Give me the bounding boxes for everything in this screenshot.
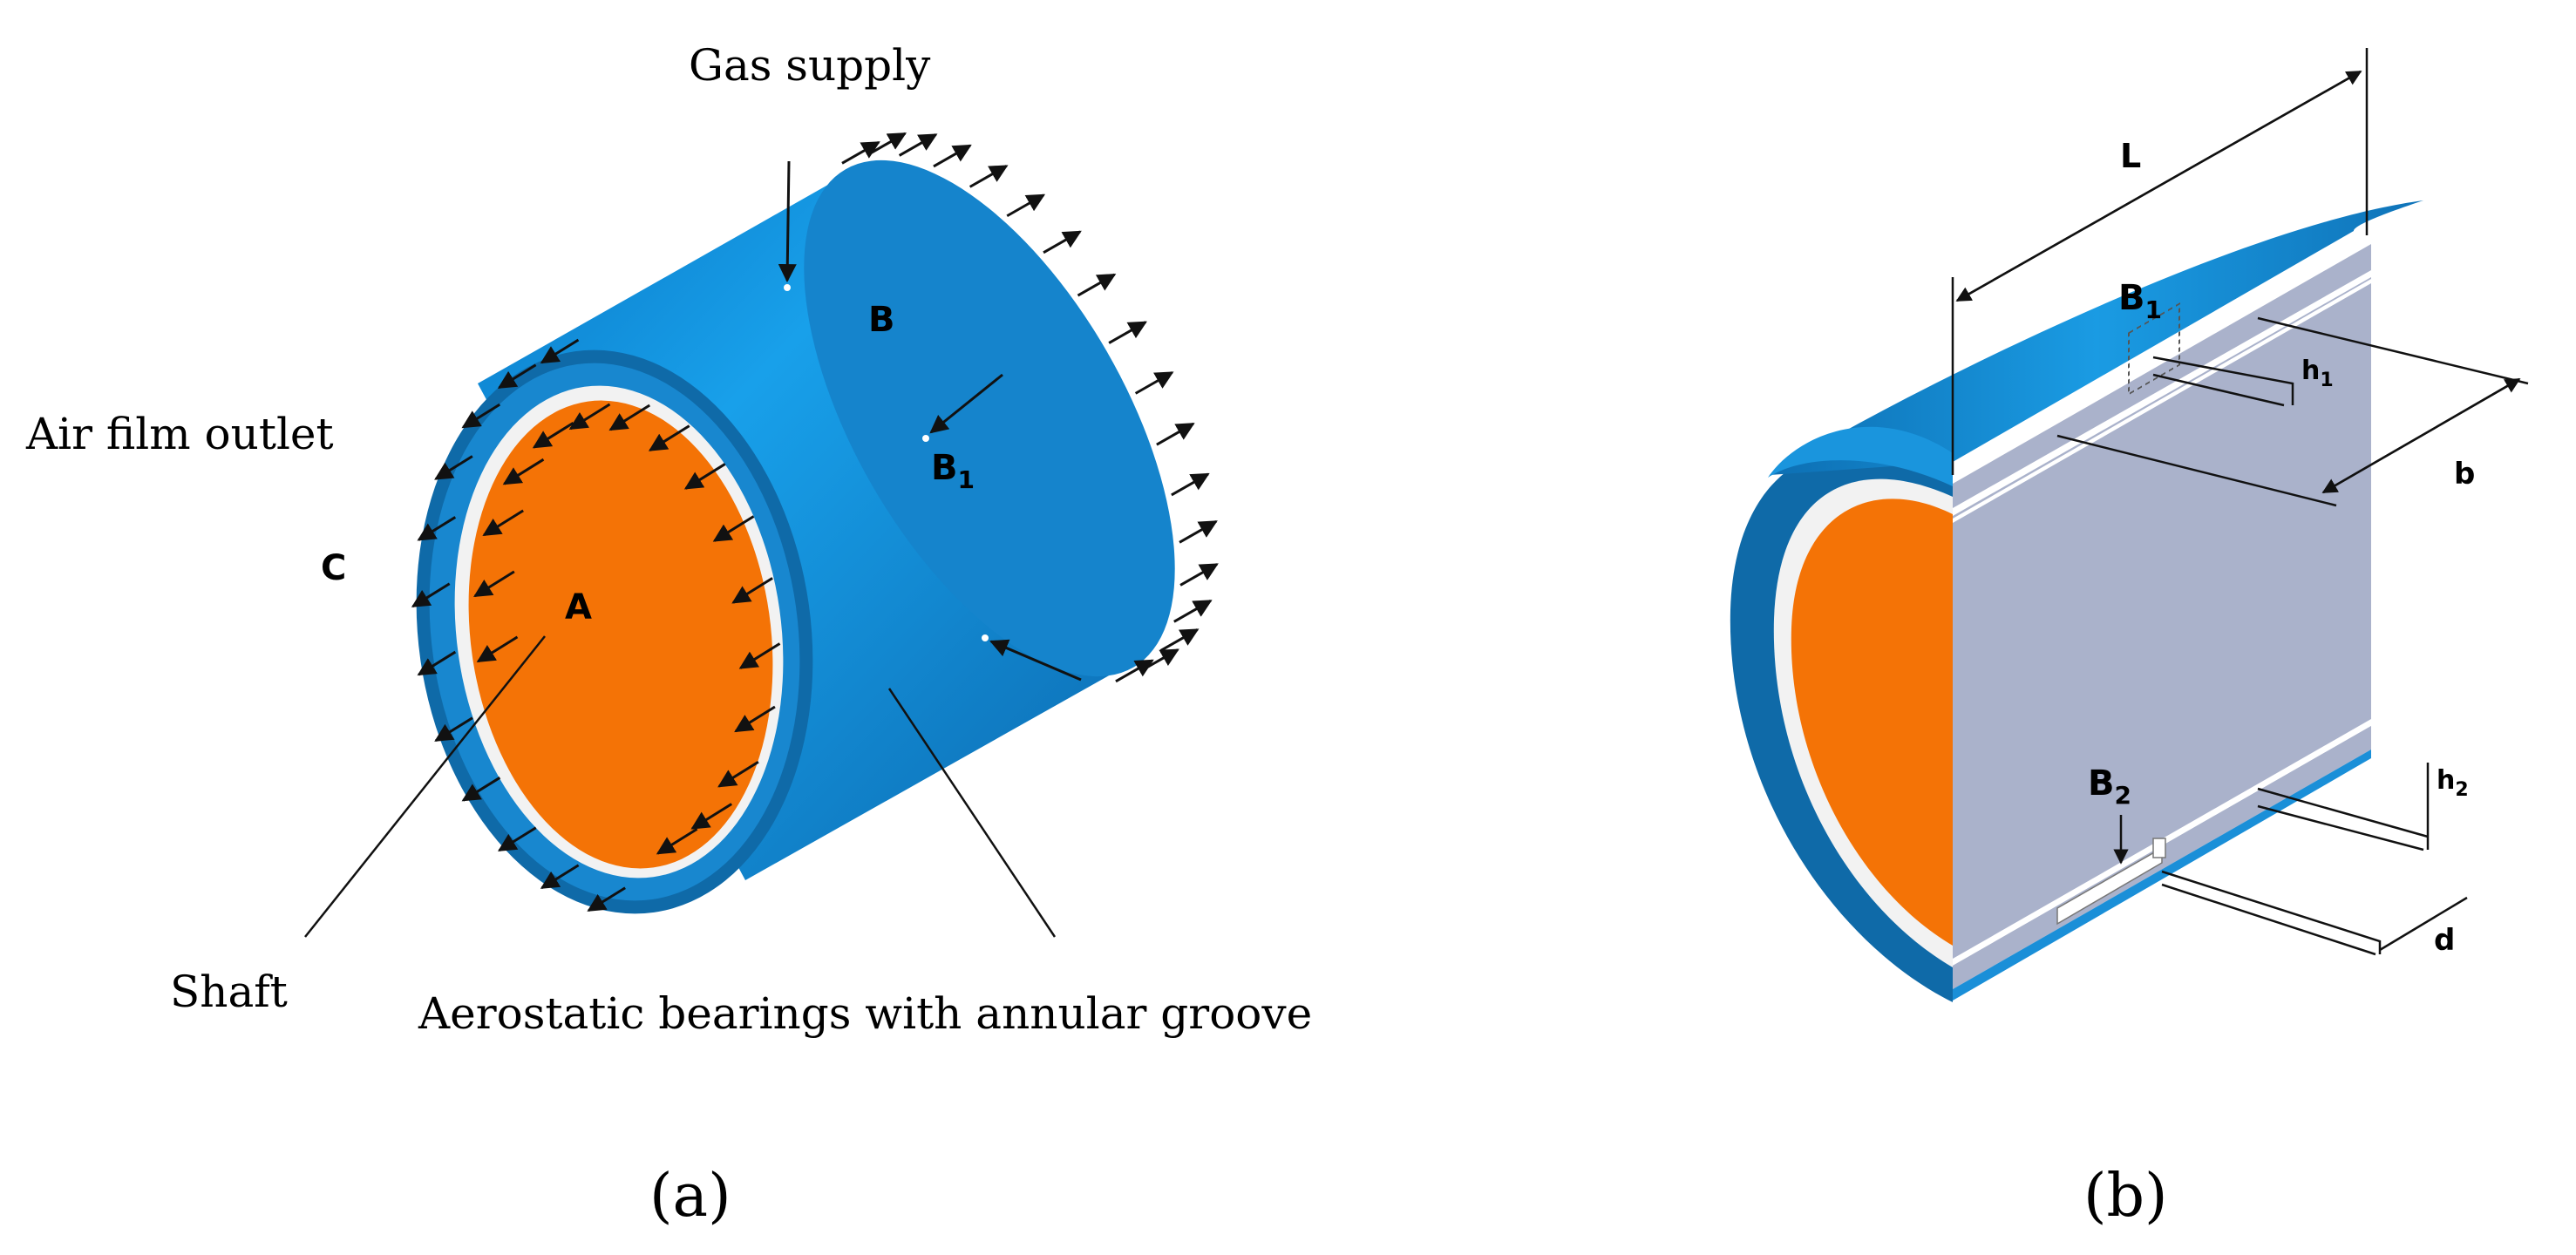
outlet-arrow — [648, 424, 690, 451]
outlet-arrow — [473, 570, 515, 598]
dim-l-arrow-left — [1955, 70, 2362, 302]
b1-pointer-arrow — [929, 373, 1003, 434]
outlet-arrow — [867, 132, 907, 156]
outlet-arrow — [1043, 230, 1082, 254]
air-film-outlet-label: Air film outlet — [25, 409, 334, 459]
outlet-arrow — [417, 516, 457, 541]
panel-a: Gas supply Air film outlet Shaft Aerosta… — [25, 40, 1312, 1231]
outlet-arrow — [540, 864, 580, 890]
panel-b: L b h1 B1 B2 h2 d (b) — [1730, 48, 2529, 1231]
section-film-upper — [1953, 270, 2371, 516]
outlet-arrow — [738, 642, 781, 669]
outlet-arrow — [608, 404, 651, 431]
outlet-arrow — [434, 455, 473, 480]
outlet-arrow — [476, 635, 519, 663]
outlet-arrow — [1179, 563, 1219, 587]
dim-b-arrow-bottom — [2321, 377, 2520, 494]
orifice-b2 — [2152, 838, 2166, 858]
outlet-arrow — [568, 403, 611, 431]
label-b-width: b — [2454, 457, 2475, 492]
label-b: B — [868, 300, 895, 340]
outlet-arrow — [1134, 371, 1174, 395]
gas-supply-arrow — [778, 160, 797, 283]
outlet-arrow — [434, 716, 473, 742]
outlet-arrow — [411, 582, 451, 608]
orifice-dot-b1 — [922, 435, 929, 442]
groove-b1-box — [2128, 302, 2180, 396]
label-c: C — [321, 548, 346, 588]
outlet-arrows-inner — [411, 338, 781, 912]
outlet-arrow — [497, 363, 537, 390]
outlet-arrow — [1171, 472, 1210, 497]
half-shaft — [1791, 499, 1953, 946]
dim-h1-lines — [2152, 356, 2294, 407]
outlet-arrow — [690, 803, 733, 830]
half-bearing-top-edge — [1768, 426, 1953, 486]
outlet-arrow — [417, 650, 457, 676]
caption-b: (b) — [2083, 1162, 2168, 1231]
outlet-arrow — [731, 577, 773, 604]
dim-h2-lines — [2257, 763, 2430, 851]
orifice-dot-top — [784, 284, 791, 291]
outlet-arrow — [1108, 321, 1147, 344]
label-l: L — [2120, 137, 2141, 175]
outlet-arrow — [540, 338, 580, 364]
outlet-arrow — [1077, 273, 1117, 297]
outlet-arrow — [532, 421, 574, 449]
gas-supply-label: Gas supply — [689, 40, 931, 91]
orifice-dot-side — [982, 634, 989, 641]
bearing-leader-line — [887, 688, 1057, 938]
dim-d-lines — [2161, 870, 2468, 956]
outlet-arrow — [969, 165, 1009, 188]
label-d: d — [2434, 923, 2455, 958]
shaft-leader-line — [304, 635, 546, 938]
outlet-arrow — [933, 144, 972, 168]
outlet-arrow — [482, 509, 524, 537]
outlet-arrow — [898, 133, 938, 157]
dim-b-ext-top — [2257, 316, 2529, 385]
outlet-arrow — [587, 886, 626, 912]
outlet-arrow — [502, 458, 545, 485]
outlet-arrows-back — [841, 132, 1219, 683]
dim-b-ext-bottom — [2056, 434, 2337, 507]
label-b2: B2 — [2088, 763, 2131, 810]
outlet-arrow — [1173, 599, 1213, 623]
outlet-arrow — [717, 760, 759, 788]
label-a: A — [565, 587, 592, 628]
outlet-arrow — [712, 515, 755, 542]
groove-b2 — [2056, 846, 2163, 926]
side-orifice-arrow — [989, 639, 1082, 682]
half-bearing-top — [1770, 200, 2423, 475]
outlet-arrow — [656, 827, 698, 855]
outlet-arrow — [461, 777, 501, 802]
outlet-arrow — [1179, 520, 1218, 544]
outlet-arrow — [1006, 193, 1046, 218]
label-h2: h2 — [2437, 765, 2469, 801]
outlet-arrow — [841, 140, 880, 165]
section-bottom-edge — [1953, 750, 2371, 1001]
outlet-arrow — [1159, 628, 1200, 652]
label-b1: B1 — [931, 448, 975, 494]
section-plane — [1953, 283, 2371, 972]
bearing-back-rim — [804, 159, 1175, 677]
label-b1-section: B1 — [2118, 278, 2162, 324]
label-h1: h1 — [2301, 356, 2334, 391]
outlet-arrow — [1115, 659, 1154, 683]
outlet-arrow — [1156, 422, 1195, 446]
shaft-face — [468, 400, 773, 869]
outlet-arrow — [497, 826, 537, 852]
shaft-label: Shaft — [170, 967, 288, 1017]
outlet-arrow — [461, 403, 501, 429]
caption-a: (a) — [649, 1162, 731, 1231]
bearing-label: Aerostatic bearings with annular groove — [418, 988, 1312, 1039]
outlet-arrow — [683, 463, 726, 490]
outlet-arrow — [734, 705, 776, 733]
